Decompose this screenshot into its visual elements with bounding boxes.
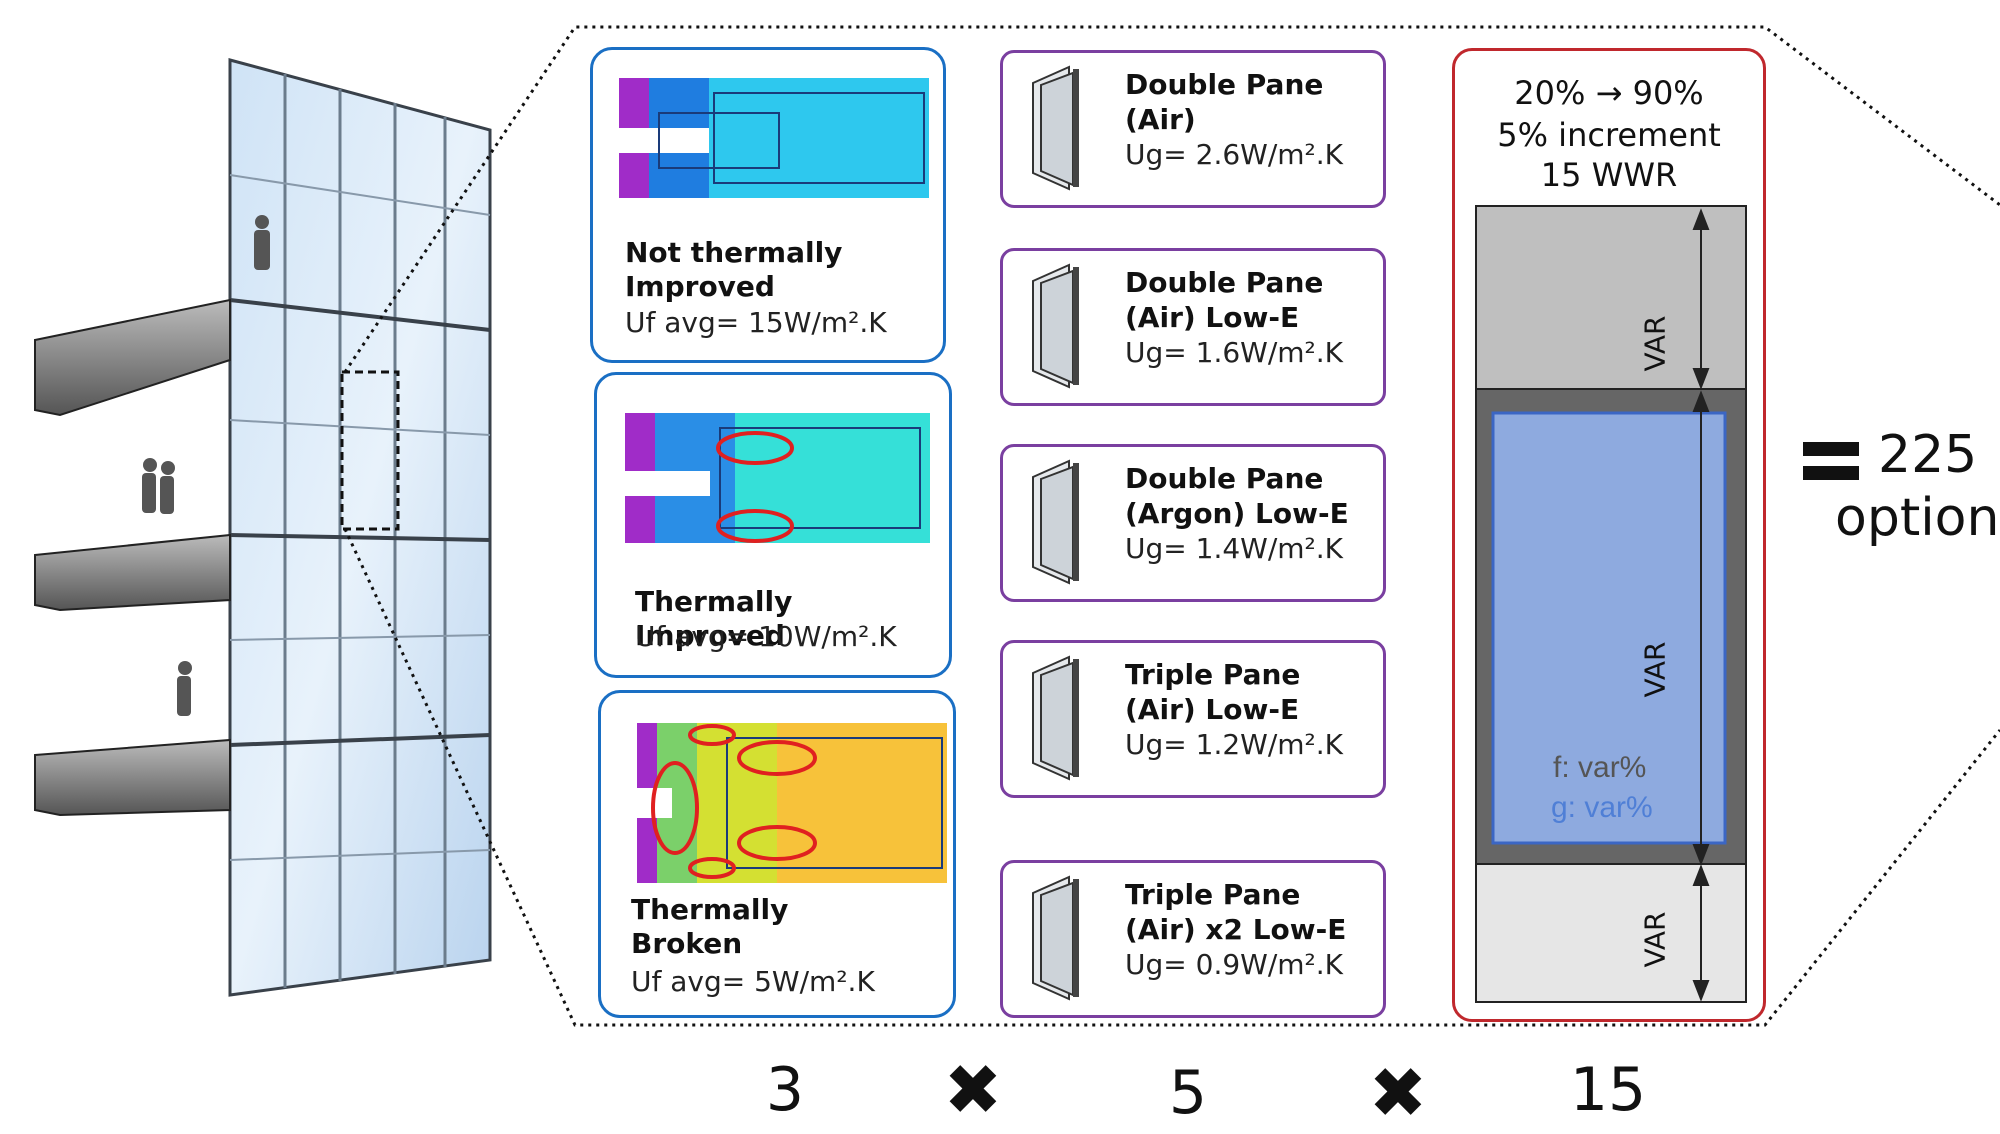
wwr-count-label: 15 WWR bbox=[1540, 156, 1678, 194]
wwr-range: 20% → 90% bbox=[1514, 74, 1704, 112]
glazing-unit-icon bbox=[1032, 65, 1079, 191]
glazing-unit-icon bbox=[1032, 263, 1079, 389]
glazing-unit-icon bbox=[1032, 655, 1079, 781]
glazing-card-double-argon-lowe[interactable]: Double Pane(Argon) Low-E Ug= 1.4W/m².K bbox=[1000, 444, 1386, 602]
glazing-name: Triple Pane(Air) x2 Low-E bbox=[1125, 878, 1347, 946]
glazing-card-double-air[interactable]: Double Pane(Air) Ug= 2.6W/m².K bbox=[1000, 50, 1386, 208]
glazing-u-value: Ug= 1.6W/m².K bbox=[1125, 336, 1344, 369]
glazing-name: Triple Pane(Air) Low-E bbox=[1125, 658, 1301, 726]
result-count: 225 bbox=[1878, 425, 1978, 485]
frame-u-value: Uf avg= 10W/m².K bbox=[635, 620, 897, 653]
wwr-increment: 5% increment bbox=[1497, 116, 1721, 154]
glazing-unit-icon bbox=[1032, 875, 1079, 1001]
frame-count: 3 bbox=[765, 1055, 805, 1125]
wwr-card[interactable]: 20% → 90% 5% increment 15 WWR VAR VAR VA… bbox=[1452, 48, 1766, 1022]
thermal-simulation-image bbox=[625, 413, 930, 543]
frame-u-value: Uf avg= 5W/m².K bbox=[631, 965, 875, 998]
selection-box bbox=[340, 370, 400, 531]
glazing-name: Double Pane(Air) bbox=[1125, 68, 1324, 136]
frame-title: Thermally Improved bbox=[635, 585, 793, 652]
glazing-unit-icon bbox=[1032, 459, 1079, 585]
glazing-count: 5 bbox=[1168, 1058, 1208, 1128]
floor-slab bbox=[34, 298, 231, 417]
var-label-top: VAR bbox=[1638, 315, 1672, 372]
frame-card-thermally-improved[interactable]: Thermally Improved Uf avg= 10W/m².K bbox=[594, 372, 952, 678]
equals-icon bbox=[1803, 442, 1859, 480]
glazing-u-value: Ug= 1.2W/m².K bbox=[1125, 728, 1344, 761]
glass-fraction-label: g: var% bbox=[1551, 791, 1653, 824]
glazing-card-triple-air-x2-lowe[interactable]: Triple Pane(Air) x2 Low-E Ug= 0.9W/m².K bbox=[1000, 860, 1386, 1018]
floor-slab bbox=[34, 533, 231, 612]
result-unit: options bbox=[1835, 488, 2000, 548]
glazing-card-double-air-lowe[interactable]: Double Pane(Air) Low-E Ug= 1.6W/m².K bbox=[1000, 248, 1386, 406]
thermal-simulation-image bbox=[619, 78, 929, 198]
var-label-middle: VAR bbox=[1638, 641, 1672, 698]
wwr-count: 15 bbox=[1569, 1055, 1647, 1125]
floor-slab bbox=[34, 738, 231, 817]
multiply-icon: ✖ bbox=[943, 1049, 1003, 1131]
multiply-icon: ✖ bbox=[1368, 1052, 1428, 1134]
glazing-name: Double Pane(Argon) Low-E bbox=[1125, 462, 1349, 530]
thermal-simulation-image bbox=[637, 723, 947, 883]
var-label-bottom: VAR bbox=[1638, 911, 1672, 968]
glazing-name: Double Pane(Air) Low-E bbox=[1125, 266, 1324, 334]
frame-u-value: Uf avg= 15W/m².K bbox=[625, 306, 887, 339]
glazing-card-triple-air-lowe[interactable]: Triple Pane(Air) Low-E Ug= 1.2W/m².K bbox=[1000, 640, 1386, 798]
glazing-u-value: Ug= 0.9W/m².K bbox=[1125, 948, 1344, 981]
window-wall-diagram bbox=[1475, 205, 1747, 1003]
frame-fraction-label: f: var% bbox=[1553, 751, 1647, 784]
glazing-u-value: Ug= 1.4W/m².K bbox=[1125, 532, 1344, 565]
glazing-u-value: Ug= 2.6W/m².K bbox=[1125, 138, 1344, 171]
